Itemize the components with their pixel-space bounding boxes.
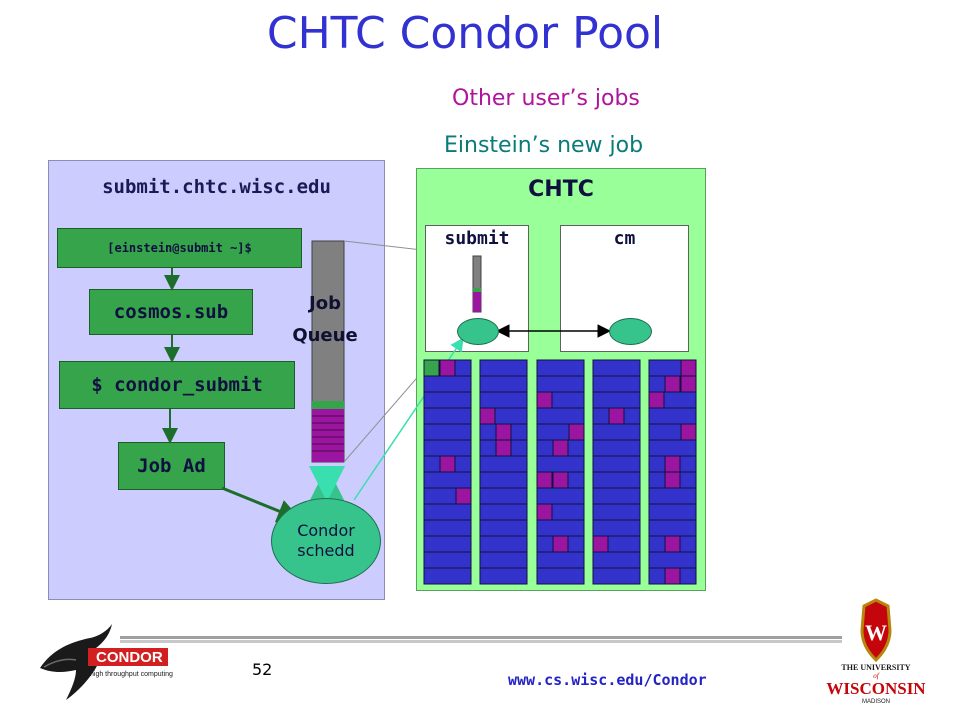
- condor-logo-word: CONDOR: [96, 649, 163, 666]
- running-job-slot: [648, 391, 665, 409]
- condor-logo-tagline: high throughput computing: [90, 671, 173, 678]
- running-job-slot: [536, 391, 553, 409]
- running-job-slot: [608, 407, 625, 425]
- page-number: 52: [252, 660, 273, 679]
- schedd-label-line2: schedd: [297, 541, 355, 560]
- cm-node-label: cm: [613, 228, 636, 249]
- running-job-slot: [536, 503, 553, 521]
- shell-prompt-box: [einstein@submit ~]$: [57, 228, 302, 268]
- running-job-slot: [455, 487, 472, 505]
- footer-url-link[interactable]: www.cs.wisc.edu/Condor: [508, 671, 707, 689]
- job-queue-other-jobs: [312, 409, 344, 462]
- uw-logo-line1: THE UNIVERSITY: [841, 663, 910, 672]
- running-job-slot: [552, 535, 569, 553]
- job-queue-new-job: [312, 401, 344, 409]
- schedd-label-line1: Condor: [297, 521, 355, 540]
- condor-logo: CONDOR high throughput computing: [40, 624, 173, 700]
- job-ad-box: Job Ad: [118, 442, 225, 490]
- condor-schedd: Condor schedd: [271, 498, 381, 584]
- execute-slot: [479, 567, 528, 585]
- running-job-slot: [439, 455, 456, 473]
- submit-node-schedd: [457, 318, 499, 345]
- job-queue-label: Job Queue: [280, 288, 370, 352]
- uw-logo-line2: of: [873, 672, 880, 680]
- uw-logo-line3: WISCONSIN: [826, 679, 926, 698]
- running-job-slot: [664, 567, 681, 585]
- slide-title: CHTC Condor Pool: [266, 8, 664, 59]
- execute-slot: [592, 567, 641, 585]
- running-job-slot: [552, 439, 569, 457]
- job-queue-label-line1: Job: [309, 293, 341, 314]
- running-job-slot: [495, 439, 512, 457]
- running-job-slot: [479, 407, 496, 425]
- running-job-slot: [664, 535, 681, 553]
- running-job-slot: [680, 375, 697, 393]
- job-queue-label-line2: Queue: [292, 325, 358, 346]
- legend-new-job: Einstein’s new job: [444, 133, 644, 158]
- execute-slot: [536, 567, 585, 585]
- cm-node-negotiator: [609, 318, 652, 345]
- uw-crest-logo: W THE UNIVERSITY of WISCONSIN MADISON: [826, 598, 926, 705]
- uw-logo-line4: MADISON: [862, 699, 890, 705]
- uw-crest-letter: W: [865, 620, 887, 645]
- submit-hostname: submit.chtc.wisc.edu: [102, 176, 331, 198]
- execute-slot: [423, 567, 472, 585]
- running-job-slot: [592, 535, 609, 553]
- new-job-slot: [423, 359, 440, 377]
- running-job-slot: [680, 423, 697, 441]
- chtc-label: CHTC: [528, 177, 594, 202]
- running-job-slot: [664, 375, 681, 393]
- running-job-slot: [536, 471, 553, 489]
- running-job-slot: [439, 359, 456, 377]
- running-job-slot: [552, 471, 569, 489]
- submit-node-label: submit: [444, 228, 510, 249]
- running-job-slot: [664, 471, 681, 489]
- legend-other-jobs: Other user’s jobs: [452, 86, 640, 111]
- submit-file-box: cosmos.sub: [89, 289, 253, 335]
- running-job-slot: [568, 423, 585, 441]
